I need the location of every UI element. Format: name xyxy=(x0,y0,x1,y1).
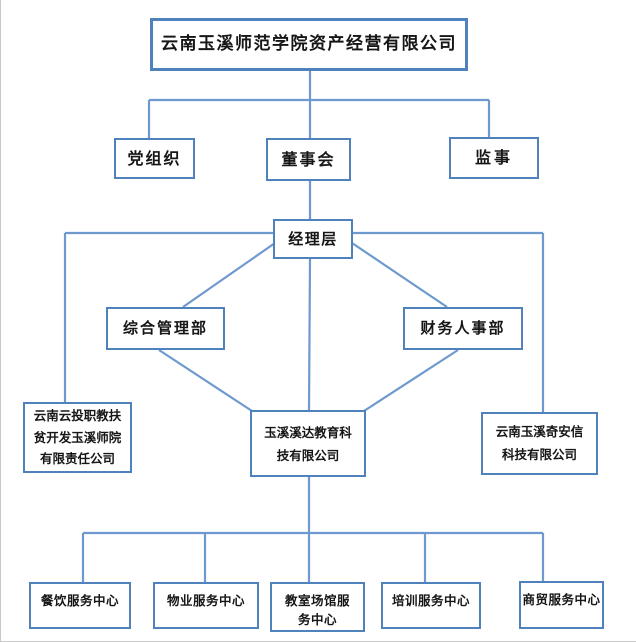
node-classroom-venue-service-center: 教室场馆服 务中心 xyxy=(270,582,365,632)
node-label-line: 云南玉溪奇安信 xyxy=(495,424,584,439)
node-label: 经理层 xyxy=(288,229,338,248)
node-label-line: 商贸服务中心 xyxy=(522,592,601,607)
connector-admin-to-center-diagonal xyxy=(158,349,253,412)
connector-management-center-vertical xyxy=(307,258,312,411)
node-property-service-center: 物业服务中心 xyxy=(153,582,259,629)
node-root-company: 云南玉溪师范学院资产经营有限公司 xyxy=(150,18,468,71)
node-finance-hr-dept: 财务人事部 xyxy=(403,307,523,350)
node-board-of-directors: 董事会 xyxy=(266,138,351,181)
node-label: 党组织 xyxy=(127,148,182,168)
connector-management-to-finance-diagonal xyxy=(351,242,448,308)
connector-finance-to-center-diagonal xyxy=(363,349,459,412)
node-general-admin-dept: 综合管理部 xyxy=(106,307,225,350)
node-label-line: 科技有限公司 xyxy=(501,446,577,462)
node-label-line: 技有限公司 xyxy=(276,447,340,463)
node-label-line: 教室场馆服 xyxy=(284,593,350,608)
node-label-line: 玉溪溪达教育科 xyxy=(264,425,352,440)
node-label-line: 务中心 xyxy=(297,611,337,627)
node-catering-service-center: 餐饮服务中心 xyxy=(29,582,131,629)
node-label-line: 培训服务中心 xyxy=(391,593,470,608)
node-label: 董事会 xyxy=(281,149,336,169)
node-label-line: 物业服务中心 xyxy=(166,593,245,608)
node-label: 财务人事部 xyxy=(420,319,506,338)
node-subsidiary-left: 云南云投职教扶 贫开发玉溪师院 有限责任公司 xyxy=(23,402,132,473)
node-subsidiary-center: 玉溪溪达教育科 技有限公司 xyxy=(250,410,366,477)
node-supervisor: 监事 xyxy=(449,137,539,179)
node-label: 云南玉溪师范学院资产经营有限公司 xyxy=(161,34,457,55)
node-label-line: 餐饮服务中心 xyxy=(40,593,119,608)
node-management-level: 经理层 xyxy=(273,219,353,259)
node-label-line: 云南云投职教扶 xyxy=(33,407,122,423)
node-label: 监事 xyxy=(474,148,513,168)
node-commerce-service-center: 商贸服务中心 xyxy=(519,581,604,629)
node-training-service-center: 培训服务中心 xyxy=(381,582,481,629)
node-subsidiary-right: 云南玉溪奇安信 科技有限公司 xyxy=(481,412,598,475)
node-label: 综合管理部 xyxy=(122,319,208,338)
node-label-line: 贫开发玉溪师院 xyxy=(33,429,122,445)
node-label-line: 有限责任公司 xyxy=(39,451,115,467)
connector-management-to-admin-diagonal xyxy=(182,242,276,308)
node-party-organization: 党组织 xyxy=(114,138,195,179)
